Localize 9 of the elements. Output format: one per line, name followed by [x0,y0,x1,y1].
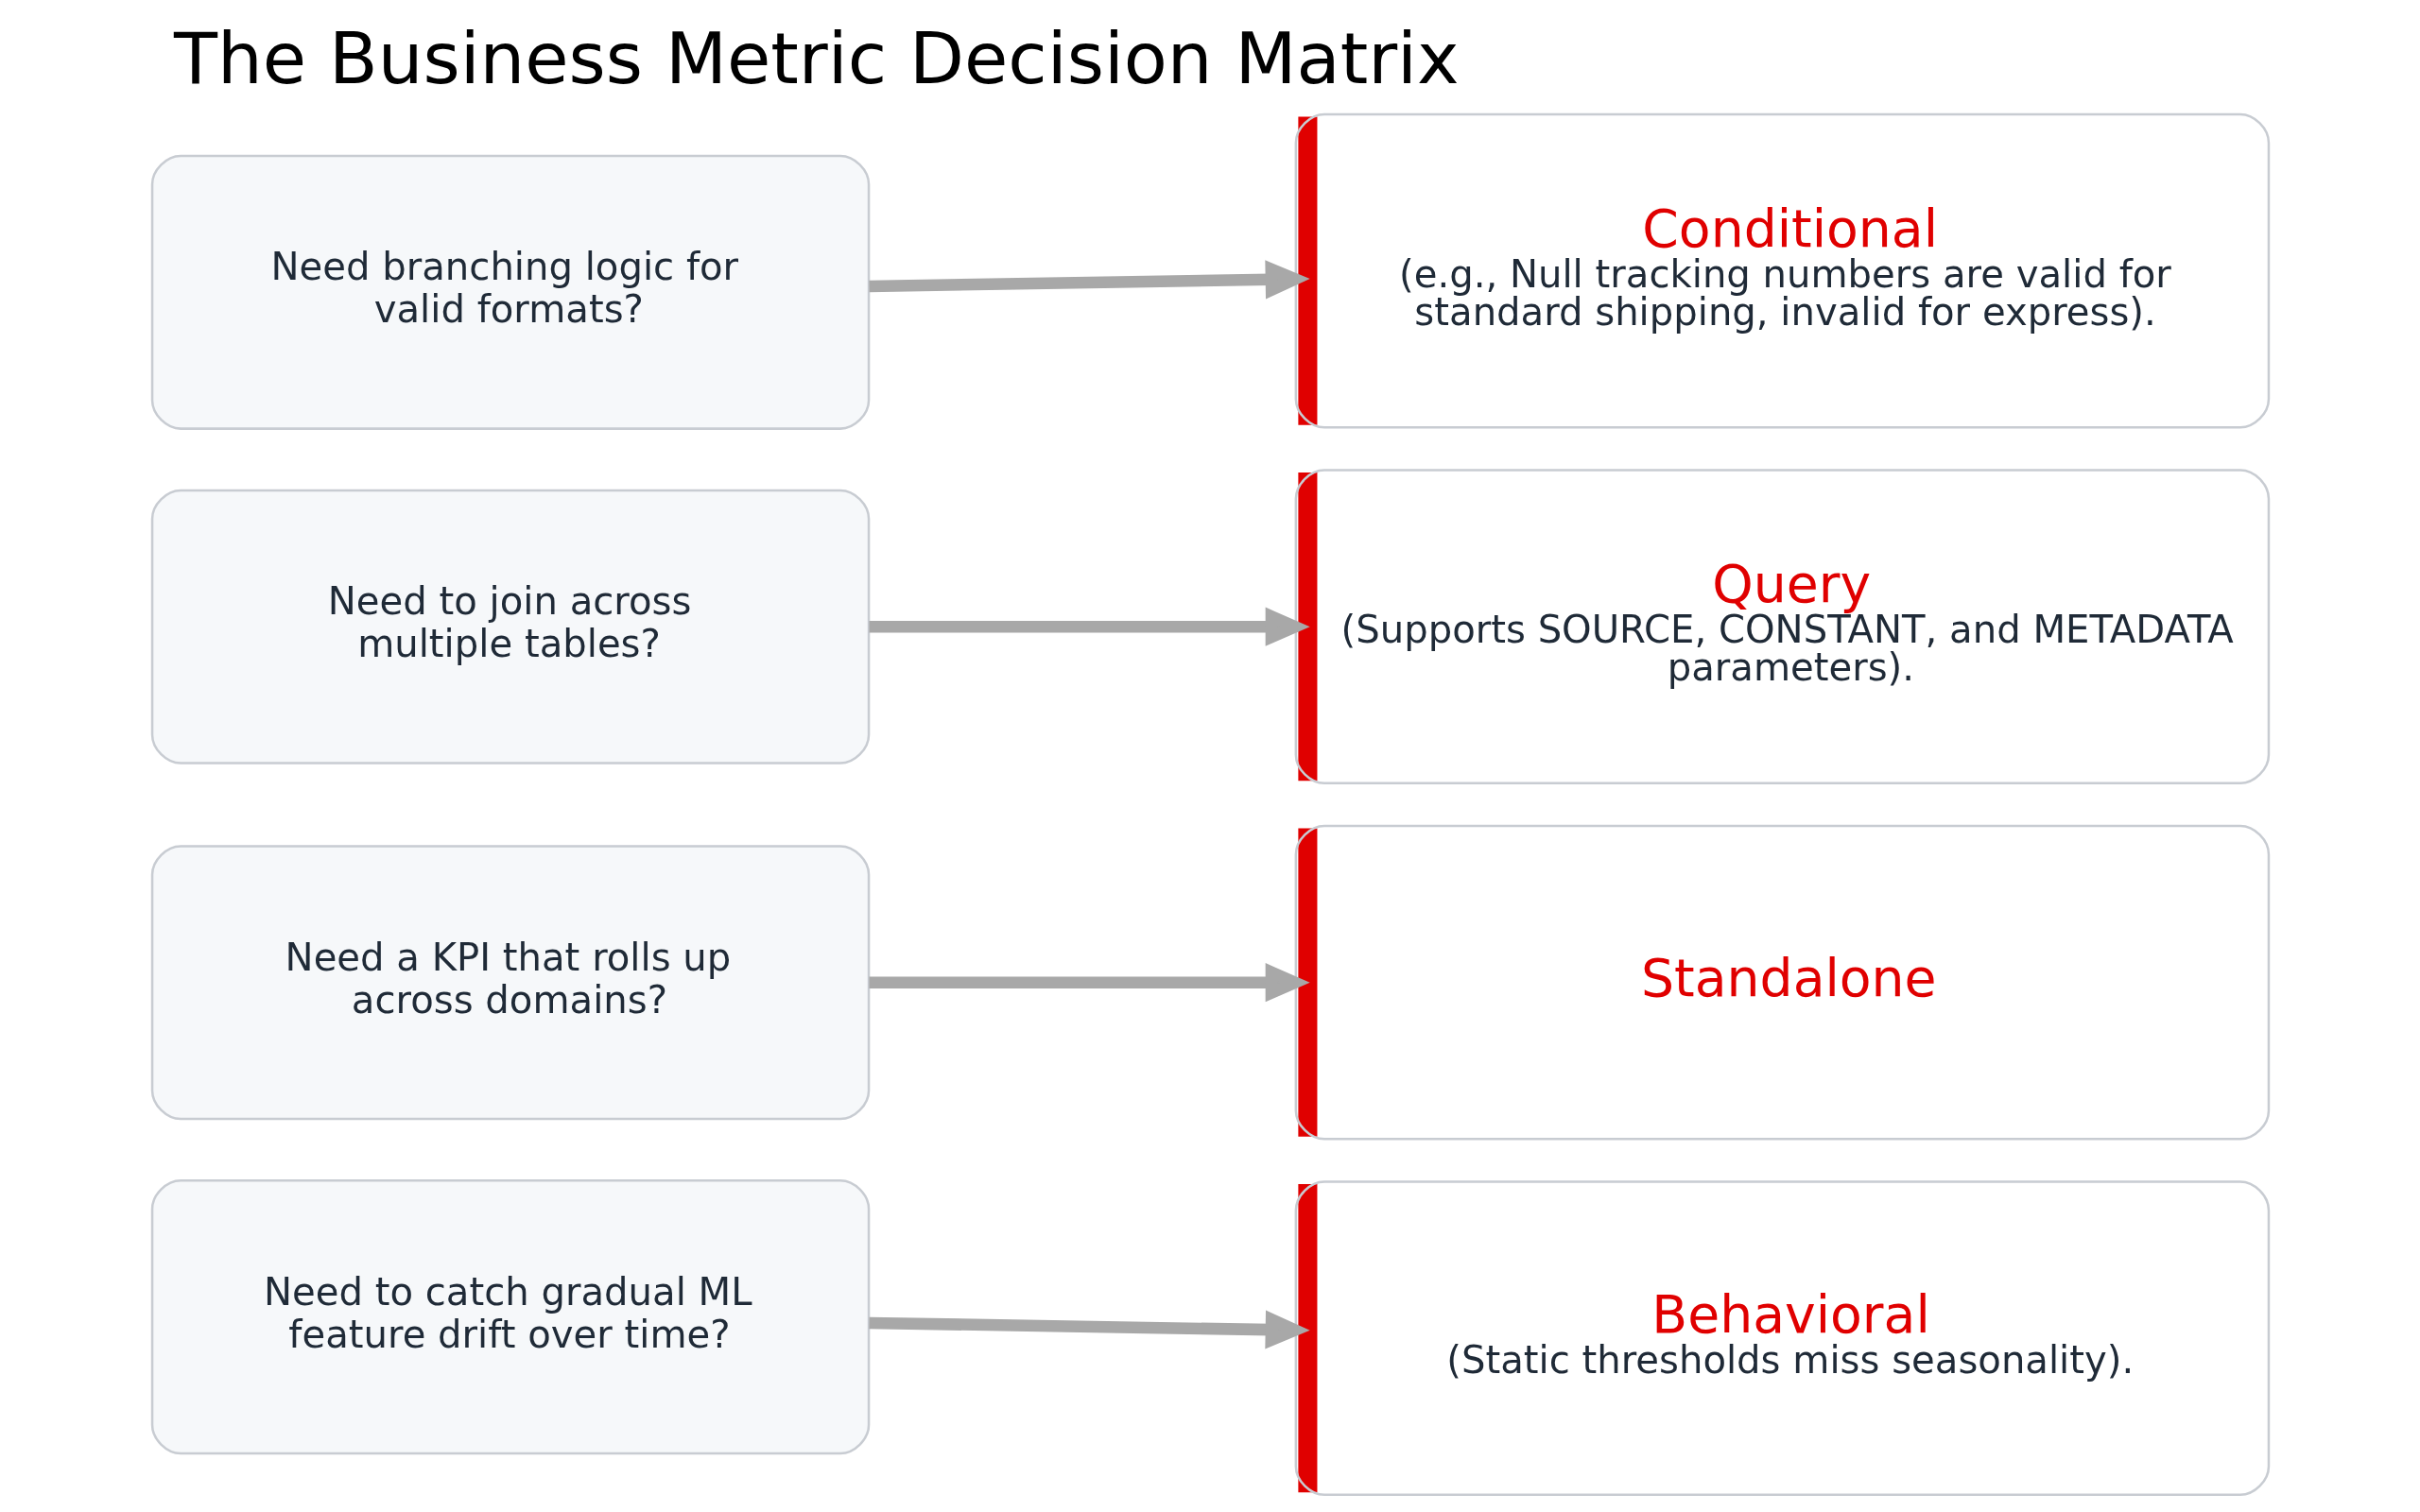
arrow [869,963,1310,1003]
arrow [868,1310,1310,1349]
arrow [868,260,1310,300]
node-box: Need to catch gradual ML feature drift over time? [150,1179,870,1455]
arrow [869,607,1310,646]
node-box: Need to join across multiple tables? [150,489,870,765]
diagram-title: The Business Metric Decision Matrix [173,17,1460,101]
node-box: Need a KPI that rolls up across domains? [150,845,870,1121]
node-box: Need branching logic for valid formats? [150,154,870,430]
